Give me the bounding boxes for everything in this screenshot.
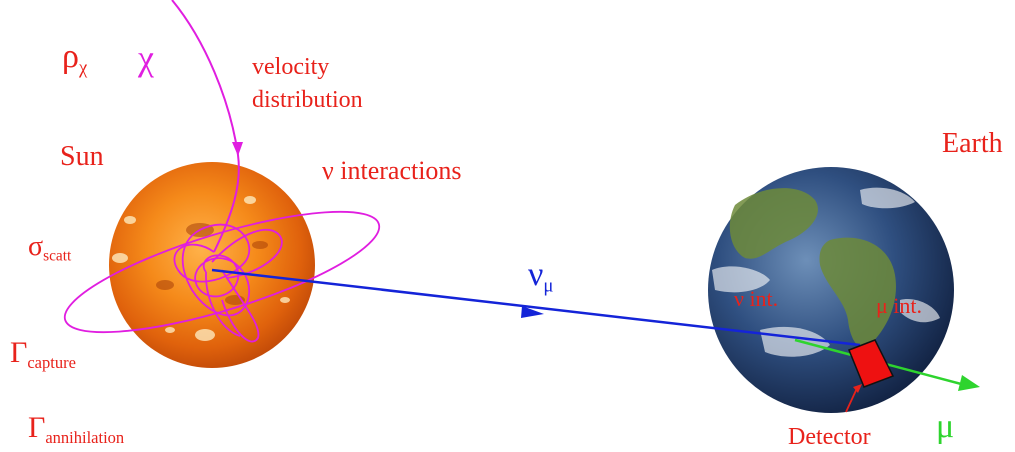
- gamma-annihilation-subscript: annihilation: [45, 427, 125, 447]
- gamma-capture-label: Γcapture: [10, 338, 76, 371]
- detector-label: Detector: [788, 424, 871, 450]
- nu-int-label: ν int.: [734, 286, 779, 311]
- wimp-orbits: [63, 210, 381, 343]
- muon-arrowhead: [958, 375, 980, 391]
- detector-icon: [848, 339, 895, 388]
- rho-subscript: χ: [78, 57, 88, 79]
- gamma-annihilation-symbol: Γ: [28, 411, 46, 444]
- mu-label: μ: [936, 408, 955, 445]
- neutrino-arrowhead: [521, 306, 544, 318]
- nu-mu-label: νμ: [528, 258, 553, 296]
- sigma-symbol: σ: [28, 231, 44, 262]
- gamma-annihilation-label: Γannihilation: [28, 413, 124, 446]
- nu-mu-subscript: μ: [543, 275, 554, 297]
- sigma-subscript: scatt: [43, 247, 72, 265]
- rho-symbol: ρ: [62, 38, 79, 75]
- velocity-label-line1: velocity: [252, 54, 330, 80]
- earth-label: Earth: [942, 128, 1003, 159]
- gamma-capture-subscript: capture: [27, 352, 76, 372]
- sun-icon: [109, 162, 315, 368]
- sigma-scatt-label: σscatt: [28, 233, 71, 264]
- velocity-label-line2: distribution: [252, 87, 363, 113]
- detector-pointer-head: [853, 384, 862, 393]
- sun-label: Sun: [60, 141, 104, 172]
- mu-int-label: μ int.: [876, 293, 923, 318]
- earth-icon: [708, 167, 954, 413]
- nu-interactions-label: ν interactions: [322, 156, 462, 185]
- neutrino-beam: [211, 268, 861, 347]
- nu-mu-symbol: ν: [528, 256, 544, 293]
- gamma-capture-symbol: Γ: [10, 336, 28, 369]
- trajectory-arrowhead: [232, 142, 243, 156]
- chi-label: χ: [138, 38, 154, 78]
- rho-label: ρχ: [62, 40, 87, 78]
